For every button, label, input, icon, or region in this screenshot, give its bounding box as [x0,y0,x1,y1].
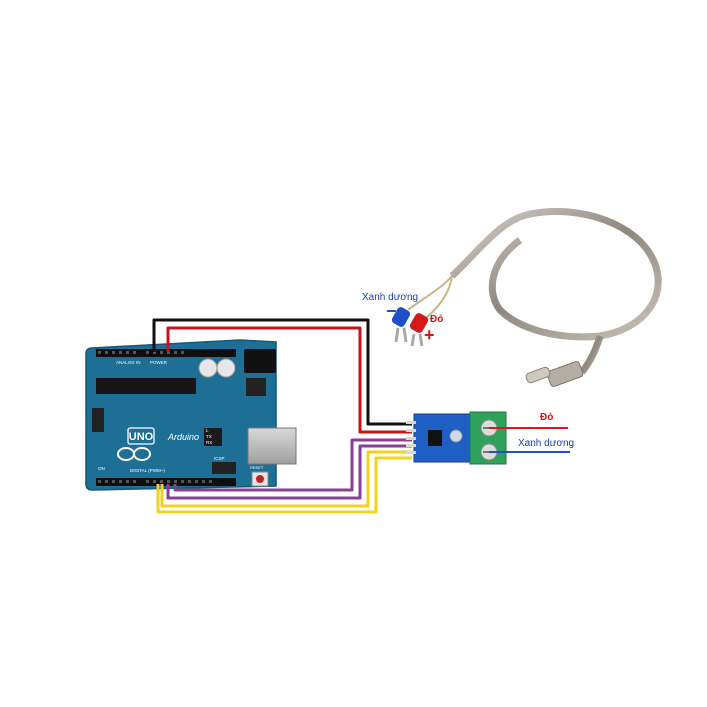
probe-plus-label: Đỏ [430,314,444,325]
probe-cable [449,207,662,341]
terminal-red-label: Đỏ [540,412,554,423]
terminal-blue-label: Xanh dương [518,438,575,449]
wire-yellow-2 [156,456,412,514]
icsp-label: ICSP [214,456,225,461]
wire-red-vcc [166,326,412,434]
probe-nut [546,361,584,387]
probe-tip [525,366,551,384]
wire-purple-2 [166,444,412,500]
probe-minus-sign: − [386,301,397,321]
spade-red-sleeve [409,313,429,333]
top-header [96,349,236,357]
wire-black-gnd [152,318,412,426]
thermocouple-probe [391,207,662,387]
probe-lead-red [425,275,453,319]
spade-blue-fork [394,327,408,343]
bottom-header [96,478,236,486]
module-led [449,429,463,443]
digital-label: DIGITAL (PWM~) [130,468,165,473]
reset-label: RESET [250,465,264,470]
arduino-brand-text: Arduino [167,432,199,442]
usb-port [247,427,297,465]
wires [152,318,412,514]
top-header-pins [98,351,184,354]
spade-red-fork [410,333,424,347]
uno-badge [127,427,155,445]
icsp2-header [212,462,236,474]
on-label: ON [98,466,105,471]
wire-purple-1 [173,438,412,492]
probe-plus-sign: + [424,325,435,345]
power-label: POWER [150,360,168,365]
ic-small [204,428,222,446]
probe-minus-label: Xanh dương [362,292,419,303]
icsp-header [92,408,104,432]
uno-model-text: UNO [129,431,154,443]
capacitor-1 [198,358,218,378]
bottom-header-pins [98,480,212,483]
module-header-pins [406,421,416,454]
arduino-infinity-logo [117,447,151,461]
atmega-chip [96,378,196,394]
capacitor-2 [216,358,236,378]
spade-blue-sleeve [391,307,411,327]
probe-lead-blue [407,275,453,311]
tx-label: TX [206,434,212,439]
dc-jack [244,349,276,373]
rx-label: RX [206,440,212,445]
probe-cable-tail [579,335,604,375]
reset-cap [256,475,264,483]
module-chip [428,430,442,446]
regulator [246,378,266,396]
header-top-label: ANALOG IN [116,360,141,365]
max6675-module [406,411,507,465]
l-label: L [206,428,209,433]
wire-yellow-1 [160,450,412,508]
arduino-uno-board: UNO Arduino ANALOG IN POWER DIGITAL (PWM… [85,339,297,491]
